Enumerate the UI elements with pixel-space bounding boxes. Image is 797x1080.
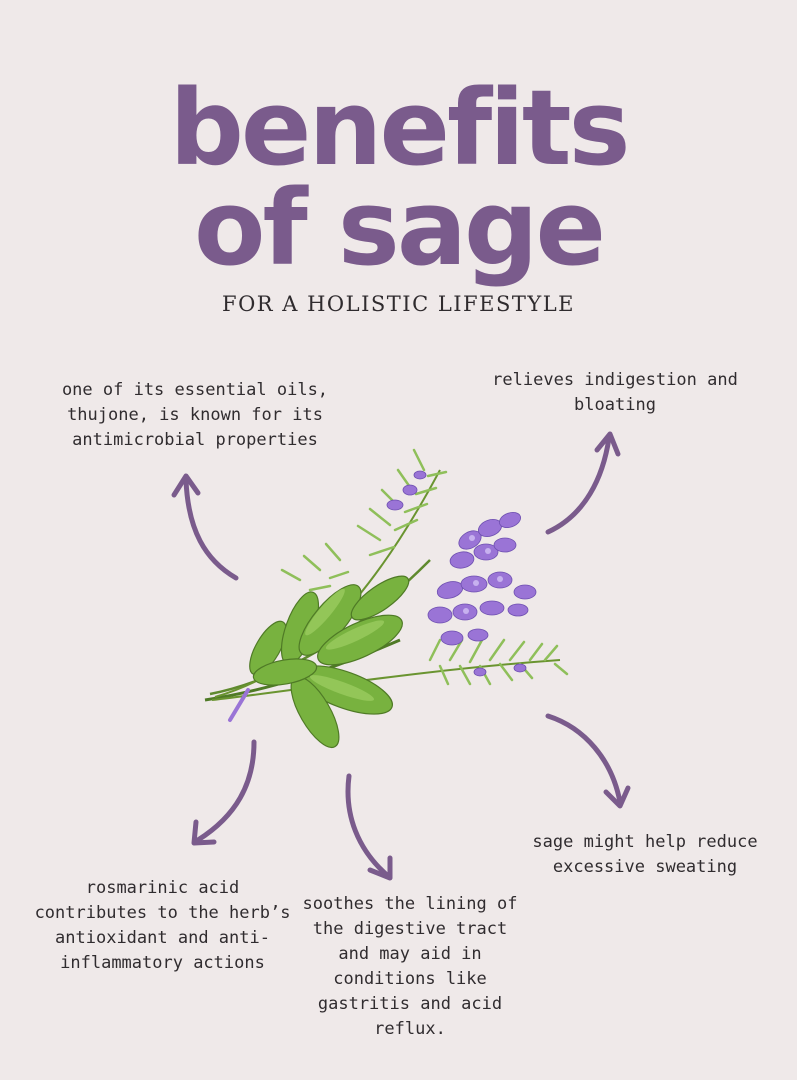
- title-line-1: benefits: [169, 67, 630, 189]
- arrow-right-icon: [545, 713, 631, 809]
- title-line-2: of sage: [194, 167, 606, 289]
- benefit-digestive-lining: soothes the lining of the digestive trac…: [302, 894, 518, 1039]
- benefit-sweating: sage might help reduce excessive sweatin…: [532, 832, 758, 877]
- benefit-antimicrobial: one of its essential oils, thujone, is k…: [61, 380, 329, 450]
- arrow-bottom-left-icon: [191, 739, 257, 846]
- arrow-top-right-icon: [545, 431, 621, 535]
- benefit-indigestion: relieves indigestion and bloating: [492, 370, 738, 415]
- subtitle: FOR A HOLISTIC LIFESTYLE: [222, 292, 575, 316]
- arrow-top-left-icon: [171, 473, 239, 581]
- herb-bouquet-illustration: [204, 448, 569, 749]
- benefit-antioxidant: rosmarinic acid contributes to the herb’…: [34, 878, 291, 973]
- arrow-bottom-middle-icon: [345, 773, 393, 881]
